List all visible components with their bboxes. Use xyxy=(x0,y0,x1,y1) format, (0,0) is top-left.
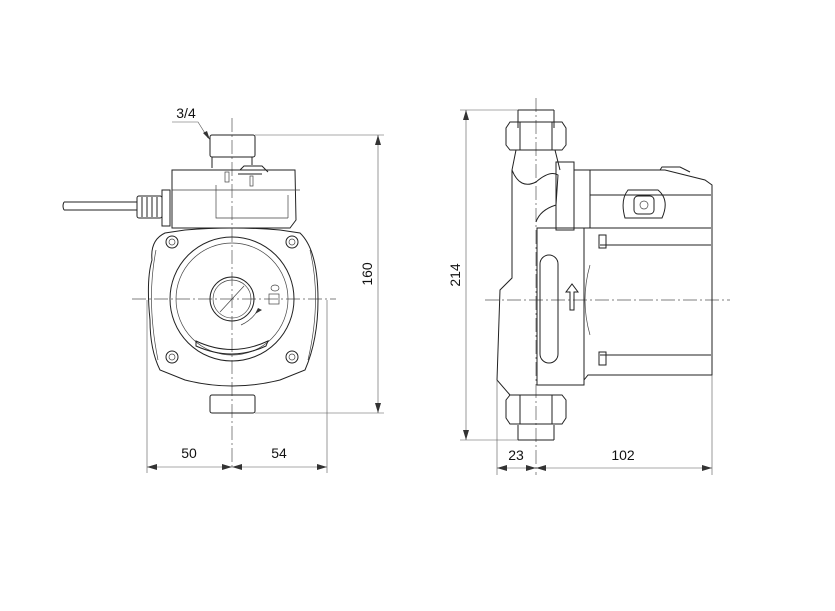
terminal-box xyxy=(171,169,297,229)
control-button xyxy=(622,189,666,219)
cable-gland xyxy=(136,195,163,219)
left-depth-dimension: 23 xyxy=(508,447,524,463)
left-width-dimension: 50 xyxy=(181,445,197,461)
power-cable xyxy=(62,201,137,211)
top-union-nut xyxy=(505,121,567,151)
thread-size-label: 3/4 xyxy=(176,105,196,121)
front-view: 160 50 54 3/4 xyxy=(62,105,384,473)
vent-plug xyxy=(209,276,255,322)
height-dimension: 160 xyxy=(359,262,375,286)
flange xyxy=(555,161,575,231)
side-view: 214 23 102 xyxy=(447,98,730,475)
bottom-union-nut xyxy=(505,394,567,425)
pipe-ends xyxy=(517,109,555,441)
height-dimension: 214 xyxy=(447,263,463,287)
right-width-dimension: 54 xyxy=(271,445,287,461)
indicator-square xyxy=(268,293,280,305)
bottom-fitting xyxy=(209,394,256,414)
pump-housing xyxy=(147,227,319,387)
top-fitting xyxy=(209,134,256,158)
stator-ring xyxy=(169,236,295,362)
flow-direction-arrow-icon xyxy=(565,283,579,311)
right-depth-dimension: 102 xyxy=(611,447,635,463)
pump-head xyxy=(536,227,585,386)
mounting-bolts xyxy=(165,235,299,364)
motor-body xyxy=(583,169,713,381)
